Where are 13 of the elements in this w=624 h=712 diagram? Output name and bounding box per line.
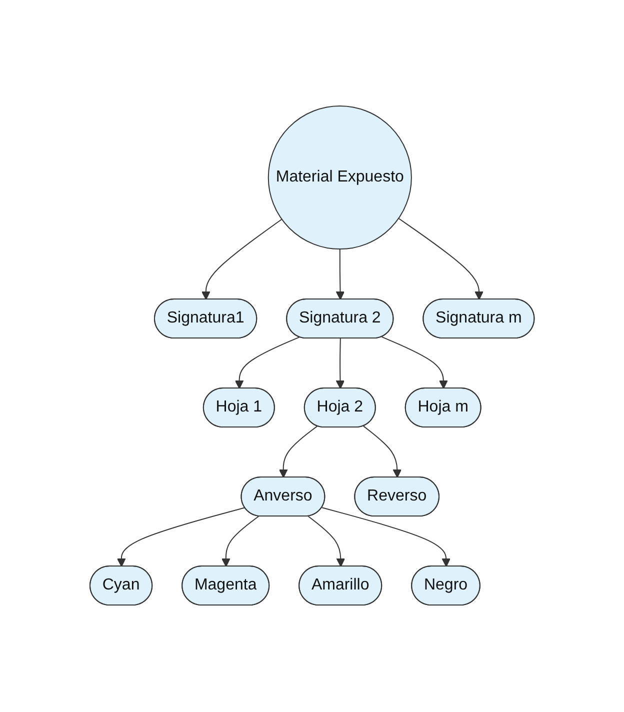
arrow bbox=[336, 338, 345, 390]
arrow bbox=[336, 249, 345, 300]
arrow bbox=[278, 426, 318, 478]
node-circle: Material Expuesto bbox=[268, 106, 412, 250]
arrow bbox=[116, 508, 246, 568]
arrow bbox=[221, 516, 259, 568]
arrow bbox=[381, 336, 448, 390]
arrow bbox=[363, 426, 402, 478]
arrow bbox=[321, 508, 450, 568]
arrow bbox=[201, 219, 282, 300]
arrow bbox=[308, 516, 345, 568]
arrow bbox=[234, 337, 300, 390]
arrow bbox=[398, 218, 484, 300]
